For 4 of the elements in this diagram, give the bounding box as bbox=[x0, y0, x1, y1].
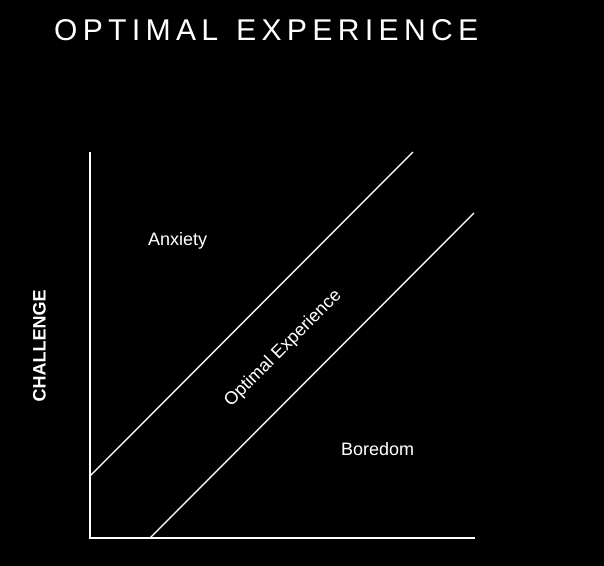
region-label: Anxiety bbox=[148, 229, 208, 250]
region-label: Boredom bbox=[341, 439, 414, 460]
title: OPTIMAL EXPERIENCE bbox=[54, 14, 484, 48]
axis-label: CHALLENGE bbox=[30, 289, 50, 401]
